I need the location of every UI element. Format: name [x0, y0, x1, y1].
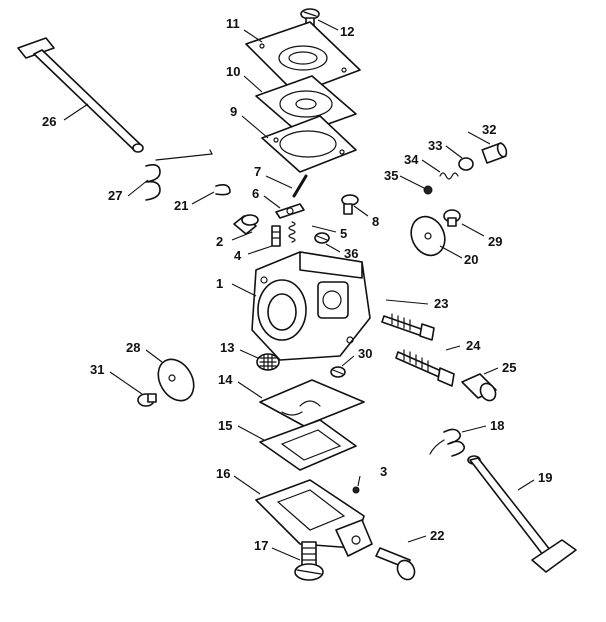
part-31-screw	[137, 393, 157, 407]
leader-lines	[63, 19, 535, 561]
part-35-ball	[423, 185, 433, 195]
callout-5: 5	[340, 226, 347, 241]
part-3-ball	[352, 486, 360, 494]
callout-32: 32	[482, 122, 496, 137]
callout-9: 9	[230, 104, 237, 119]
part-34-spring	[439, 172, 459, 180]
callout-7: 7	[254, 164, 261, 179]
callout-17: 17	[254, 538, 268, 553]
callout-19: 19	[538, 470, 552, 485]
part-19-choke-shaft	[467, 455, 577, 573]
part-20-disc	[410, 215, 446, 257]
part-7-pin	[292, 174, 308, 198]
part-10-diaphragm	[255, 75, 357, 135]
part-18-spring	[429, 428, 466, 457]
part-11-cover	[245, 21, 361, 95]
part-1-carburetor-body	[251, 251, 371, 361]
callout-30: 30	[358, 346, 372, 361]
callout-13: 13	[220, 340, 234, 355]
callout-31: 31	[90, 362, 104, 377]
callout-15: 15	[218, 418, 232, 433]
callout-2: 2	[216, 234, 223, 249]
part-27-spring	[145, 149, 213, 201]
callout-33: 33	[428, 138, 442, 153]
part-25-cap	[461, 373, 497, 402]
part-29-screw	[443, 209, 461, 227]
part-6-lever	[275, 203, 305, 219]
callout-21: 21	[174, 198, 188, 213]
part-14-diaphragm	[259, 379, 365, 427]
callout-24: 24	[466, 338, 481, 353]
callout-22: 22	[430, 528, 444, 543]
part-21-clip	[215, 184, 231, 196]
callout-4: 4	[234, 248, 242, 263]
callout-12: 12	[340, 24, 354, 39]
part-23-adjust-screw	[381, 313, 435, 341]
callout-1: 1	[216, 276, 223, 291]
callout-14: 14	[218, 372, 233, 387]
callout-10: 10	[226, 64, 240, 79]
part-16-pump-cover	[255, 479, 373, 557]
part-22-screw	[375, 547, 416, 581]
callout-6: 6	[252, 186, 259, 201]
callout-8: 8	[372, 214, 379, 229]
part-28-disc	[157, 358, 195, 402]
callout-labels: 11 12 10 9 7 6 8 5 36 2 4 1 23 24 25 30 …	[42, 16, 552, 553]
part-17-screw	[294, 541, 324, 581]
callout-23: 23	[434, 296, 448, 311]
callout-18: 18	[490, 418, 504, 433]
part-36-cap	[314, 232, 330, 244]
callout-16: 16	[216, 466, 230, 481]
callout-34: 34	[404, 152, 419, 167]
part-9-gasket	[261, 115, 357, 173]
callout-25: 25	[502, 360, 516, 375]
part-30-screw	[330, 366, 346, 378]
part-8-screw	[341, 194, 359, 215]
part-4-needle	[271, 225, 281, 247]
callout-11: 11	[226, 16, 240, 31]
part-5-spring	[288, 221, 296, 243]
callout-28: 28	[126, 340, 140, 355]
part-32-plug	[481, 142, 508, 164]
callout-35: 35	[384, 168, 398, 183]
callout-29: 29	[488, 234, 502, 249]
callout-20: 20	[464, 252, 478, 267]
part-15-gasket	[259, 419, 357, 471]
part-13-screen	[256, 353, 280, 371]
callout-3: 3	[380, 464, 387, 479]
part-24-adjust-screw	[395, 349, 455, 387]
part-2-plug	[233, 214, 259, 235]
part-33-o-ring	[458, 157, 474, 171]
callout-36: 36	[344, 246, 358, 261]
part-26-throttle-shaft	[17, 37, 144, 153]
callout-27: 27	[108, 188, 122, 203]
callout-26: 26	[42, 114, 56, 129]
